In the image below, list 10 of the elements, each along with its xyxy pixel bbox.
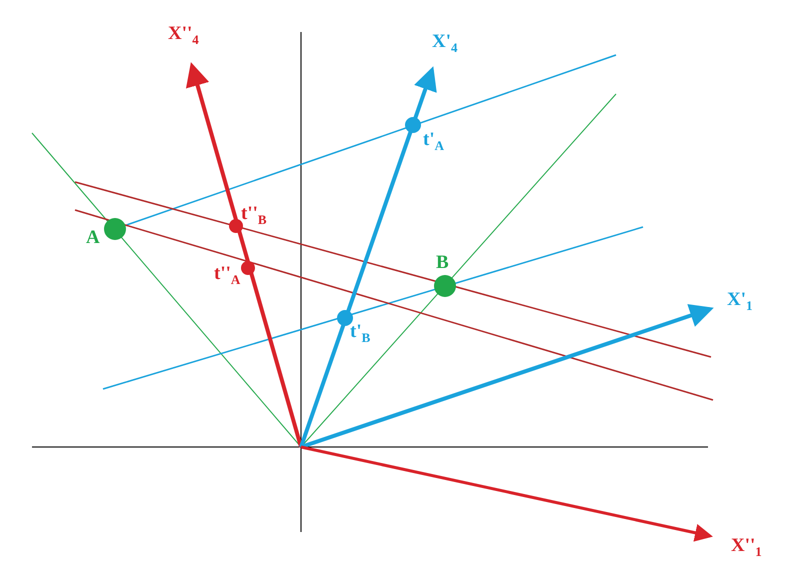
point-label: t''$_{A}$: [214, 264, 240, 286]
axis-label: X''$_{1}$: [731, 536, 762, 558]
point-label: B: [436, 253, 449, 272]
point-label: t'$_{A}$: [423, 130, 444, 152]
point-label: t''$_{B}$: [241, 204, 267, 226]
point-label: t'$_{B}$: [350, 322, 370, 344]
point-label: A: [86, 228, 100, 247]
axis-label: X'$_{4}$: [432, 32, 458, 54]
axis-label: X''$_{4}$: [168, 24, 199, 46]
axis-label: X'$_{1}$: [727, 290, 752, 312]
